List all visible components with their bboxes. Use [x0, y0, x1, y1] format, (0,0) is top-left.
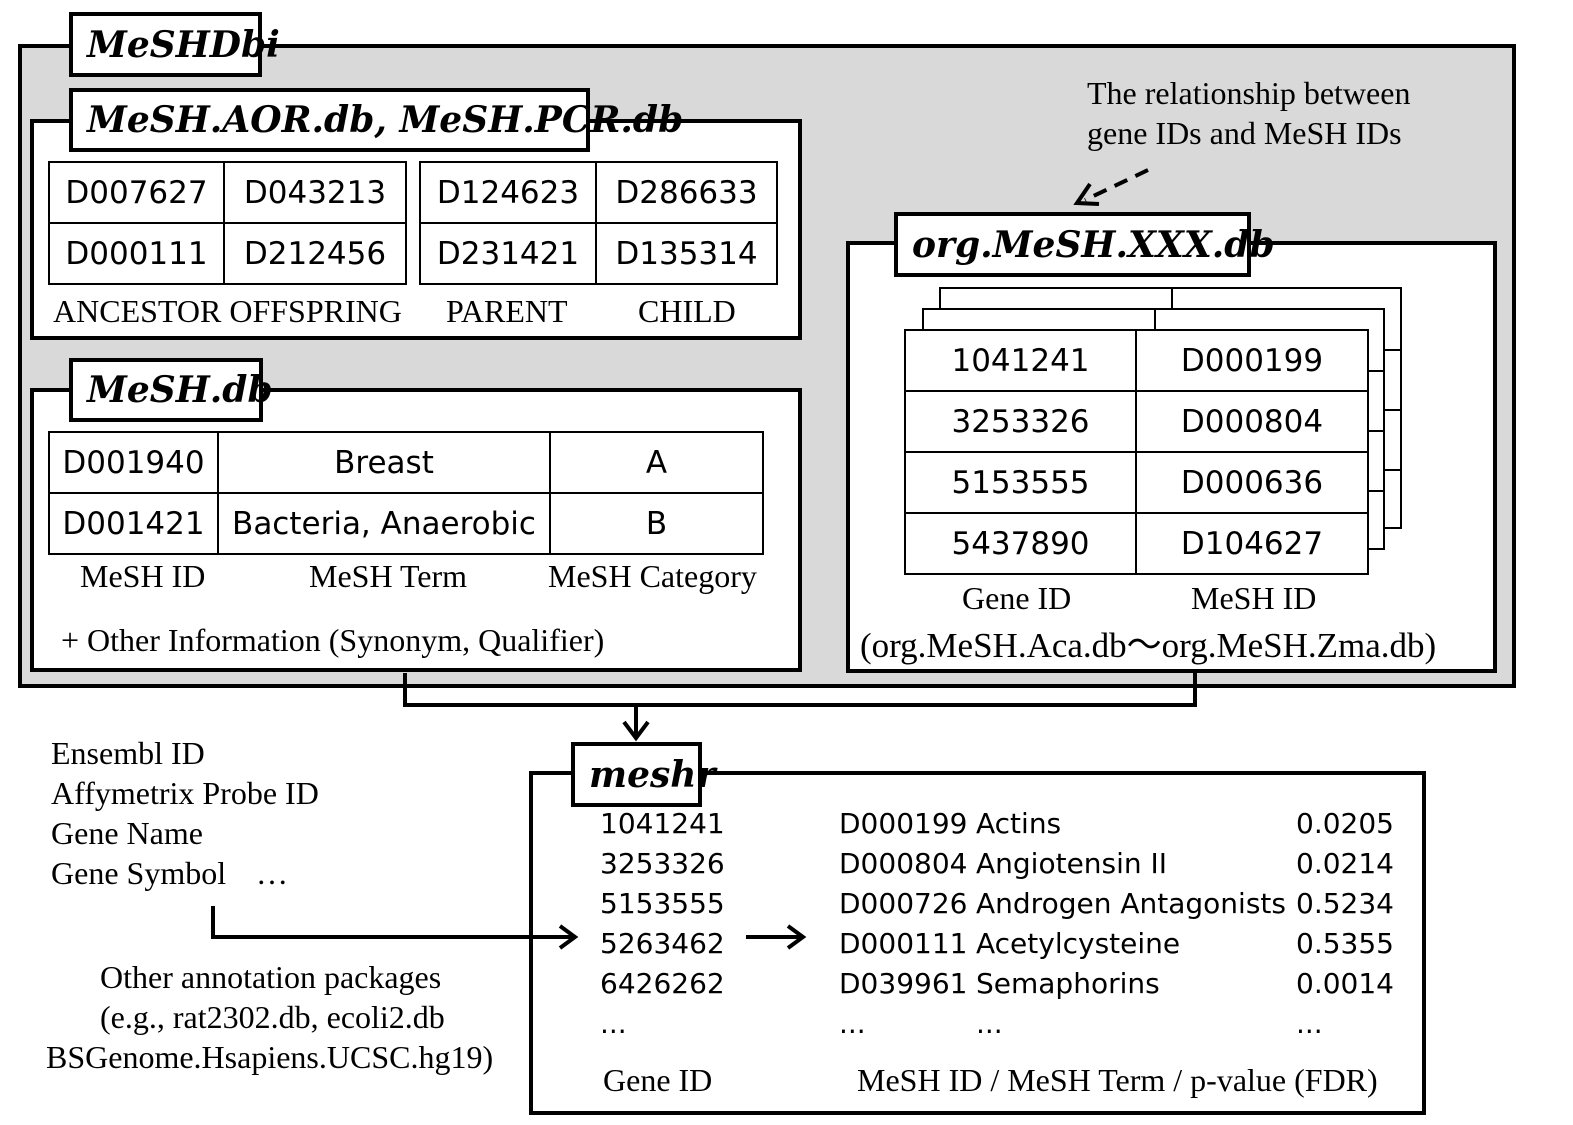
meshr-mesh-id: D000111 — [839, 927, 968, 960]
meshr-gene-id-column: 1041241 3253326 5153555 5263462 6426262 … — [600, 804, 725, 1044]
other-packages-line: Other annotation packages — [100, 959, 442, 995]
meshdb-header-term: MeSH Term — [309, 558, 468, 594]
meshr-mesh-term-column: Actins Angiotensin II Androgen Antagonis… — [976, 804, 1286, 1044]
meshr-gene-id: ... — [600, 1007, 627, 1040]
other-packages-line: (e.g., rat2302.db, ecoli2.db — [100, 999, 445, 1035]
meshr-pvalue: 0.5355 — [1296, 927, 1394, 960]
org-title: org.MeSH.XXX.db — [894, 212, 1275, 277]
meshr-gene-id: 5263462 — [600, 927, 725, 960]
meshr-mesh-term: Androgen Antagonists — [976, 887, 1286, 920]
pcr-cell: D286633 — [595, 161, 778, 224]
meshr-pvalue: ... — [1296, 1007, 1323, 1040]
id-type-item: Gene Symbol — [51, 855, 227, 891]
meshr-mesh-id: D000804 — [839, 847, 968, 880]
org-table: 1041241 D000199 3253326 D000804 5153555 … — [904, 329, 1369, 575]
aor-cell: D212456 — [223, 222, 407, 285]
meshdb-title: MeSH.db — [69, 358, 273, 422]
relationship-note-line2: gene IDs and MeSH IDs — [1087, 115, 1402, 151]
org-cell: 3253326 — [904, 390, 1137, 453]
meshr-gene-id: 6426262 — [600, 967, 725, 1000]
id-type-item: Ensembl ID — [51, 735, 205, 771]
ancestor-offspring-label: ANCESTOR OFFSPRING — [53, 293, 402, 329]
org-cell: 5153555 — [904, 451, 1137, 514]
aor-cell: D000111 — [48, 222, 225, 285]
org-header-gene: Gene ID — [962, 580, 1072, 616]
meshdb-header-id: MeSH ID — [80, 558, 206, 594]
meshr-mesh-id: D000199 — [839, 807, 968, 840]
meshdb-other-info: + Other Information (Synonym, Qualifier) — [61, 622, 605, 658]
meshr-gene-id: 1041241 — [600, 807, 725, 840]
meshr-mesh-id: D039961 — [839, 967, 968, 1000]
meshr-mesh-term: Actins — [976, 807, 1062, 840]
dashed-relationship-arrow — [1084, 168, 1149, 202]
meshdb-table: D001940 Breast A D001421 Bacteria, Anaer… — [48, 431, 764, 555]
meshr-mesh-term: ... — [976, 1007, 1003, 1040]
meshr-mesh-term: Acetylcysteine — [976, 927, 1181, 960]
aor-pcr-title: MeSH.AOR.db, MeSH.PCR.db — [69, 88, 683, 152]
aor-cell: D007627 — [48, 161, 225, 224]
id-input-arrow-head — [558, 924, 579, 950]
meshr-mesh-term: Angiotensin II — [976, 847, 1168, 880]
meshdb-cell: Breast — [217, 431, 551, 494]
pcr-cell: D124623 — [419, 161, 597, 224]
meshr-pvalue-column: 0.0205 0.0214 0.5234 0.5355 0.0014 ... — [1296, 804, 1394, 1044]
org-cell: D000636 — [1135, 451, 1369, 514]
meshr-mesh-id: D000726 — [839, 887, 968, 920]
org-cell: D000199 — [1135, 329, 1369, 392]
org-cell: D104627 — [1135, 512, 1369, 575]
dashed-arrow-head — [1073, 182, 1100, 206]
meshr-title: meshr — [571, 742, 715, 807]
org-range: (org.MeSH.Aca.db～org.MeSH.Zma.db) — [860, 626, 1437, 665]
other-packages-line: BSGenome.Hsapiens.UCSC.hg19) — [46, 1039, 494, 1075]
meshr-footer-gene: Gene ID — [603, 1062, 713, 1098]
meshr-box — [529, 771, 1426, 1115]
meshdb-header-category: MeSH Category — [548, 558, 757, 594]
meshr-pvalue: 0.5234 — [1296, 887, 1394, 920]
org-cell: 1041241 — [904, 329, 1137, 392]
meshr-pvalue: 0.0214 — [1296, 847, 1394, 880]
pcr-table: D124623 D286633 D231421 D135314 — [419, 161, 778, 285]
merge-bracket — [403, 673, 1197, 707]
meshr-gene-id: 5153555 — [600, 887, 725, 920]
pcr-cell: D231421 — [419, 222, 597, 285]
org-header-mesh: MeSH ID — [1191, 580, 1317, 616]
aor-table: D007627 D043213 D000111 D212456 — [48, 161, 407, 285]
meshr-pvalue: 0.0014 — [1296, 967, 1394, 1000]
id-input-arrow — [211, 906, 572, 939]
meshr-gene-id: 3253326 — [600, 847, 725, 880]
meshr-pvalue: 0.0205 — [1296, 807, 1394, 840]
child-label: CHILD — [638, 293, 736, 329]
meshr-mesh-id: ... — [839, 1007, 866, 1040]
meshdb-cell: A — [549, 431, 764, 494]
meshr-mesh-id-column: D000199 D000804 D000726 D000111 D039961 … — [839, 804, 967, 1044]
gene-to-mesh-arrow-head — [786, 924, 807, 950]
meshr-mesh-term: Semaphorins — [976, 967, 1160, 1000]
aor-cell: D043213 — [223, 161, 407, 224]
id-type-item: Affymetrix Probe ID — [51, 775, 319, 811]
meshdb-cell: D001421 — [48, 492, 219, 555]
relationship-note-line1: The relationship between — [1087, 75, 1411, 111]
parent-label: PARENT — [446, 293, 568, 329]
id-type-ellipsis: … — [256, 855, 288, 891]
meshr-footer-mesh: MeSH ID / MeSH Term / p-value (FDR) — [857, 1062, 1378, 1098]
meshdb-cell: Bacteria, Anaerobic — [217, 492, 551, 555]
meshdb-cell: B — [549, 492, 764, 555]
down-arrow-head — [622, 720, 650, 742]
id-type-item: Gene Name — [51, 815, 203, 851]
meshdbi-title: MeSHDbi — [69, 12, 280, 77]
meshdb-cell: D001940 — [48, 431, 219, 494]
pcr-cell: D135314 — [595, 222, 778, 285]
org-cell: D000804 — [1135, 390, 1369, 453]
org-cell: 5437890 — [904, 512, 1137, 575]
